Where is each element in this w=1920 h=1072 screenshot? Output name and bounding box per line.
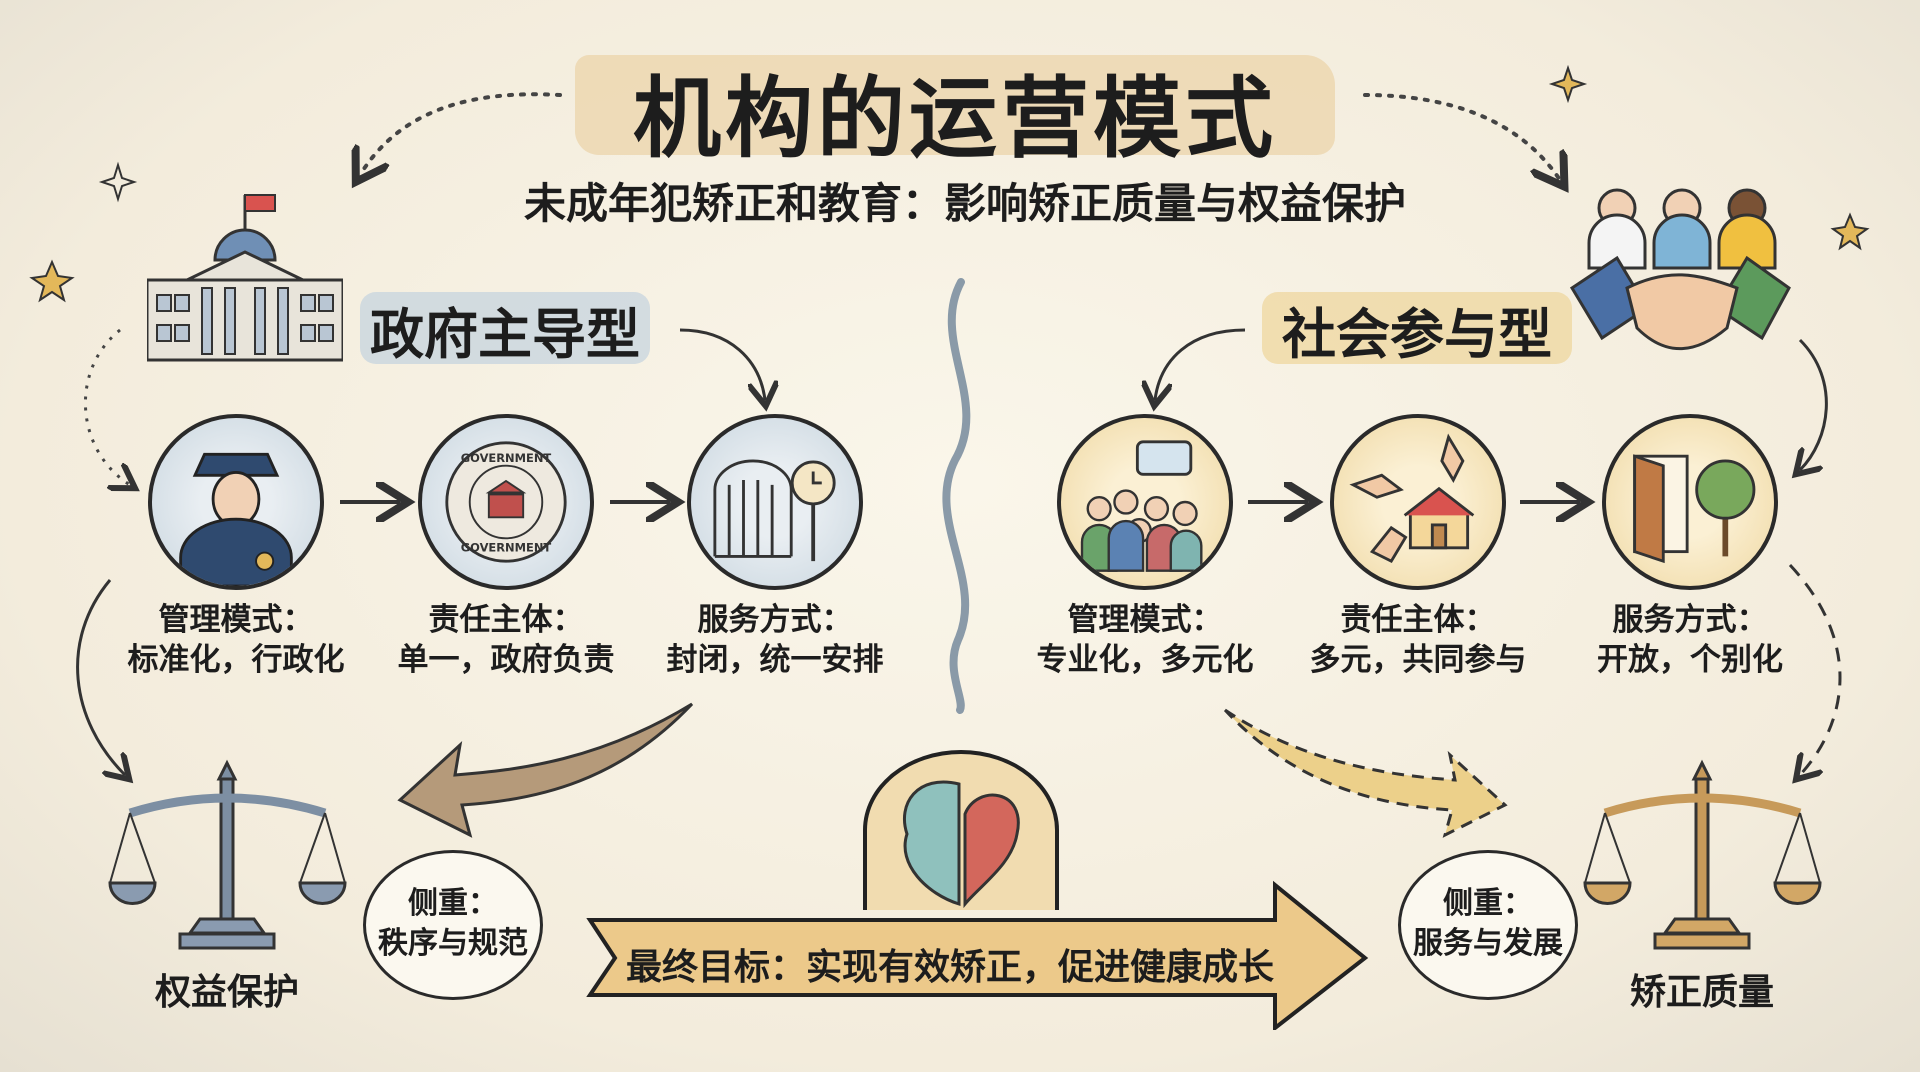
- page-subtitle: 未成年犯矫正和教育：影响矫正质量与权益保护: [523, 179, 1406, 228]
- left-step1-value: 标准化，行政化: [127, 642, 345, 678]
- hands-house-icon: [1330, 414, 1506, 590]
- right-step2-label: 责任主体：: [1340, 602, 1496, 638]
- left-focus-value: 秩序与规范: [378, 926, 528, 961]
- big-brown-arrow: [397, 702, 694, 838]
- right-focus-value: 服务与发展: [1413, 926, 1563, 961]
- right-step2-value: 多元，共同参与: [1309, 642, 1527, 678]
- community-group-icon: [1057, 414, 1233, 590]
- left-step1-label: 管理模式：: [158, 602, 314, 638]
- left-focus-bubble: [363, 850, 543, 1000]
- seal-text-top: GOVERNMENT: [461, 451, 552, 465]
- arrow-hands-to-door: [1800, 338, 1828, 470]
- government-building-icon: [147, 194, 343, 362]
- right-focus-bubble: [1398, 850, 1578, 1000]
- dotted-arrow-left-top: [360, 92, 562, 175]
- page-title: 机构的运营模式: [632, 67, 1277, 170]
- dashed-arrow-to-quality: [1788, 563, 1842, 775]
- arrow-heading-to-gate: [679, 328, 765, 400]
- left-step3-value: 封闭，统一安排: [666, 642, 884, 678]
- left-model-heading: 政府主导型: [370, 303, 640, 366]
- right-step1-label: 管理模式：: [1067, 602, 1223, 638]
- gate-clock-icon: [687, 414, 863, 590]
- government-seal-icon: GOVERNMENT GOVERNMENT: [418, 414, 594, 590]
- right-step1-value: 专业化，多元化: [1036, 642, 1254, 678]
- right-step3-label: 服务方式：: [1612, 602, 1768, 638]
- arrow-heading-to-group: [1155, 328, 1246, 400]
- right-focus-title: 侧重：: [1443, 886, 1533, 921]
- sparkle-icons: [29, 64, 1870, 303]
- brain-heart-icon: [863, 750, 1059, 910]
- dotted-arrow-building-to-police: [83, 328, 130, 485]
- left-focus-title: 侧重：: [408, 886, 498, 921]
- right-model-heading: 社会参与型: [1282, 303, 1552, 366]
- right-heading-highlight: [1262, 292, 1572, 364]
- dashed-yellow-arrow: [1223, 708, 1508, 838]
- left-step3-label: 服务方式：: [697, 602, 853, 638]
- goal-text: 最终目标：实现有效矫正，促进健康成长: [625, 947, 1274, 988]
- goal-arrow-banner: [586, 880, 1369, 1030]
- wavy-divider: [942, 278, 971, 714]
- scales-right-icon: [1583, 759, 1822, 950]
- left-step2-value: 单一，政府负责: [397, 642, 615, 678]
- left-step2-label: 责任主体：: [428, 602, 584, 638]
- right-outcome-label: 矫正质量: [1629, 972, 1774, 1013]
- left-outcome-label: 权益保护: [154, 972, 299, 1013]
- seal-text-bottom: GOVERNMENT: [461, 541, 552, 555]
- police-officer-icon: [148, 414, 324, 590]
- title-highlight: [575, 55, 1335, 155]
- dotted-arrow-right-top: [1363, 93, 1560, 180]
- professionals-handshake-icon: [1569, 188, 1791, 351]
- right-step3-value: 开放，个别化: [1597, 642, 1783, 678]
- left-heading-highlight: [360, 292, 650, 364]
- open-door-tree-icon: [1602, 414, 1778, 590]
- curved-arrow-to-rights: [76, 579, 125, 775]
- scales-left-icon: [108, 759, 347, 950]
